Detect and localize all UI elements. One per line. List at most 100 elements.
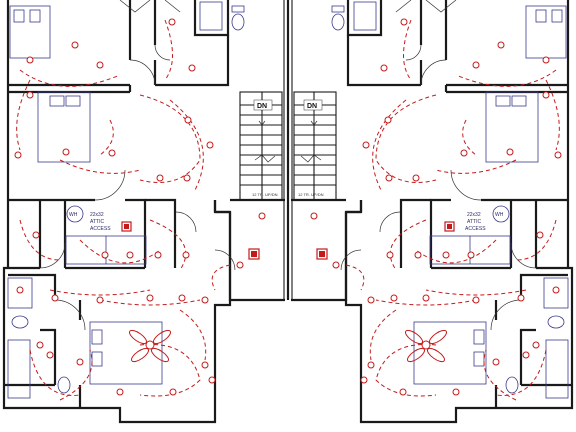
left-stair-label: DN	[257, 103, 267, 110]
right-bed3	[413, 321, 487, 385]
left-devices	[14, 18, 266, 396]
left-wall-bed2-bottom	[8, 198, 147, 268]
outlet-icon	[96, 296, 104, 304]
outlet-icon	[422, 294, 430, 302]
right-wall-bed2-bottom	[429, 198, 568, 268]
pillow-icon	[65, 95, 81, 107]
tub-icon	[353, 1, 377, 31]
right-attic-label-3: ACCESS	[465, 226, 486, 232]
right-foyer-walls	[291, 198, 348, 302]
right-foyer-panel-icon	[316, 248, 328, 260]
left-stair-treads	[240, 104, 282, 186]
left-stair-break-icon	[254, 154, 276, 163]
tub-icon	[7, 339, 31, 399]
panel-fill	[124, 224, 129, 229]
right-wall-closet2	[399, 198, 431, 268]
right-stair-note: 12 TR. UP/DN	[298, 192, 324, 197]
left-bath2-walls	[4, 273, 57, 387]
right-unit	[291, 0, 574, 424]
pillow-icon	[551, 9, 563, 23]
left-foyer-panel-icon	[248, 248, 260, 260]
outlet-icon	[208, 376, 216, 384]
outlet-icon	[380, 64, 388, 72]
left-bath-wall	[215, 35, 230, 87]
outlet-icon	[26, 91, 34, 99]
pillow-icon	[473, 351, 485, 367]
outlet-icon	[399, 388, 407, 396]
left-stair-arrow-icon	[258, 112, 266, 126]
right-bath2-walls	[519, 273, 572, 387]
outlet-icon	[517, 294, 525, 302]
right-bath-top	[346, 0, 383, 37]
light-fixture-icon	[168, 18, 176, 26]
pillow-icon	[535, 9, 547, 23]
right-stair	[293, 91, 337, 201]
light-fixture-icon	[16, 286, 24, 294]
left-unit: DN 12 TR. UP/DN	[2, 0, 293, 424]
panel-icon	[121, 221, 132, 232]
left-closet-door-icon	[119, 0, 181, 13]
outlet-icon	[542, 91, 550, 99]
pillow-icon	[511, 95, 527, 107]
outlet-icon	[442, 251, 450, 259]
attic-label-3: ACCESS	[90, 226, 111, 232]
pillow-icon	[473, 329, 485, 345]
toilet-icon	[331, 13, 345, 31]
outlet-icon	[384, 116, 392, 124]
bed-icon	[37, 91, 91, 163]
outlet-icon	[385, 174, 393, 182]
outlet-icon	[178, 294, 186, 302]
light-fixture-icon	[156, 174, 164, 182]
water-heater-icon	[66, 205, 84, 223]
left-door-swing-icon	[39, 44, 236, 331]
right-unit-text: DN 12 TR. UP/DN WH 22x32 ATTIC ACCESS	[298, 103, 504, 232]
outlet-icon	[126, 251, 134, 259]
outlet-icon	[116, 388, 124, 396]
right-circuit-wires-upper	[372, 19, 560, 191]
left-circuit-wires-upper	[16, 19, 204, 191]
light-fixture-icon	[412, 174, 420, 182]
right-bath-wall	[346, 35, 361, 87]
left-wall-closet2	[145, 198, 177, 268]
outlet-icon	[542, 56, 550, 64]
right-exterior-wall	[344, 0, 574, 424]
outlet-icon	[146, 294, 154, 302]
light-fixture-icon	[497, 41, 505, 49]
outlet-icon	[201, 361, 209, 369]
right-bath1	[331, 1, 377, 31]
sink-icon	[547, 315, 565, 329]
outlet-icon	[76, 358, 84, 366]
bed-icon	[485, 91, 539, 163]
outlet-icon	[367, 296, 375, 304]
bed-icon	[413, 321, 487, 385]
outlet-icon	[492, 358, 500, 366]
ceiling-fan-icon	[128, 329, 172, 363]
right-hall-corner	[346, 200, 363, 214]
outlet-icon	[536, 231, 544, 239]
toilet-tank-icon	[231, 5, 245, 13]
left-foyer-panel-fill	[251, 251, 257, 257]
outlet-icon	[184, 116, 192, 124]
outlet-icon	[472, 61, 480, 69]
left-stair: DN 12 TR. UP/DN	[239, 91, 283, 201]
outlet-icon	[367, 361, 375, 369]
right-stair-label-box	[303, 99, 323, 111]
outlet-icon	[108, 149, 116, 157]
light-fixture-icon	[506, 148, 514, 156]
toilet-tank-icon	[331, 5, 345, 13]
left-bath-top	[193, 0, 230, 37]
party-wall-lines	[283, 0, 293, 300]
left-circuit-wires-lower	[19, 219, 231, 401]
right-attic-label-1: 22x32	[467, 212, 481, 218]
light-fixture-icon	[36, 341, 44, 349]
pillow-icon	[49, 95, 65, 107]
left-exterior-wall	[2, 0, 232, 424]
outlet-icon	[310, 212, 318, 220]
panel-icon	[444, 221, 455, 232]
left-stair-label-box	[253, 99, 273, 111]
left-stair-outline	[239, 91, 283, 201]
outlet-icon	[390, 294, 398, 302]
outlet-icon	[452, 388, 460, 396]
light-fixture-icon	[71, 41, 79, 49]
